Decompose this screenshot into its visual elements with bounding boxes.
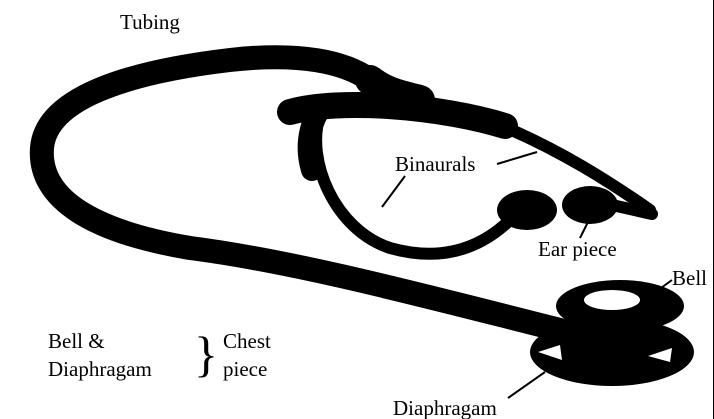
label-ear-piece: Ear piece <box>538 237 617 261</box>
legend-bell-and: Bell & <box>48 329 105 353</box>
label-tubing: Tubing <box>120 10 180 34</box>
binaural-lower-arm <box>316 115 512 254</box>
legend-chest: Chest <box>223 329 271 353</box>
ear-piece-left <box>497 190 557 230</box>
label-diaphragam: Diaphragam <box>393 396 497 419</box>
binaurals-leader-lower <box>382 176 405 207</box>
diaphragam-leader <box>508 372 545 398</box>
legend-diaphragam: Diaphragam <box>48 357 152 381</box>
legend-piece: piece <box>223 357 267 381</box>
ear-piece-leader <box>580 222 588 238</box>
label-binaurals: Binaurals <box>395 152 475 176</box>
legend-brace: } <box>194 326 218 382</box>
binaurals-leader <box>497 152 537 164</box>
bell-cup <box>584 290 640 310</box>
label-bell: Bell <box>672 266 707 290</box>
binaural-lower-thick <box>309 112 318 170</box>
